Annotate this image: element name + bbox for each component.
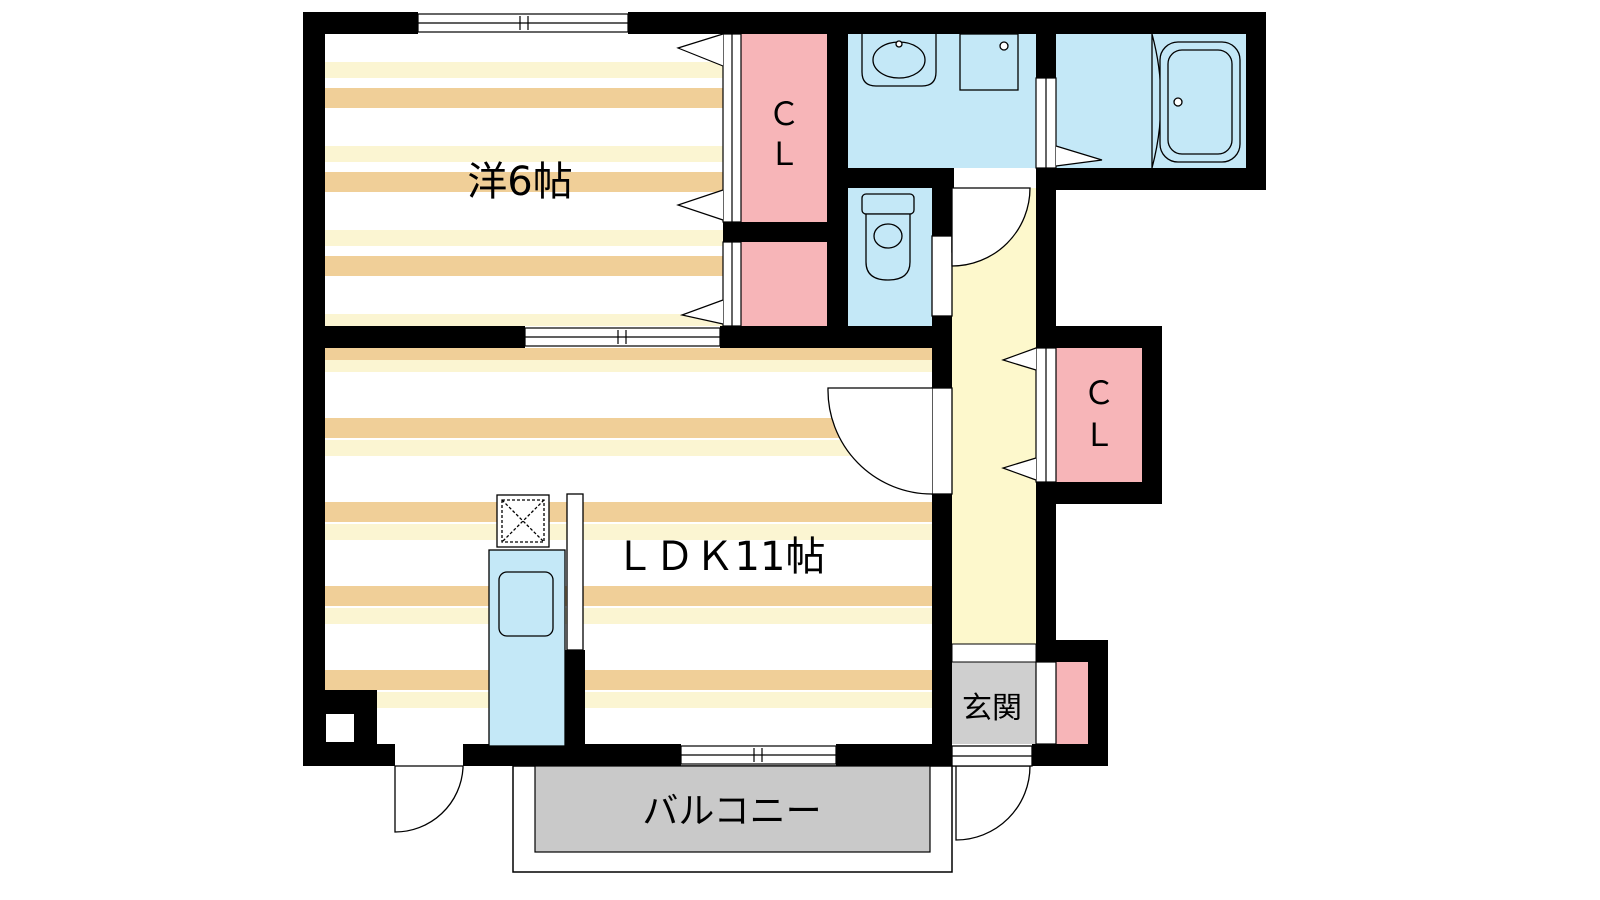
shoe-closet-floor xyxy=(1056,662,1088,744)
western-room-label: 洋6帖 xyxy=(467,159,572,205)
washroom-fixtures xyxy=(861,33,1019,91)
swing-doors xyxy=(394,187,1033,841)
windows xyxy=(417,13,837,765)
closet-doors-hall xyxy=(1001,347,1057,745)
entrance-floor xyxy=(952,662,1036,744)
closet-bedroom-label-c: Ｃ xyxy=(768,95,800,133)
balcony xyxy=(512,765,953,873)
ldk-label: ＬＤＫ11帖 xyxy=(615,534,826,580)
bathroom-door xyxy=(1035,77,1103,169)
closet-bedroom-lower xyxy=(741,242,827,326)
closet-hall-label-l: Ｌ xyxy=(1083,416,1115,454)
sink-icon xyxy=(498,571,554,637)
closet-doors-bedroom xyxy=(676,33,742,327)
pipe-shaft xyxy=(326,714,354,742)
kitchen xyxy=(488,493,584,747)
closet-hall-floor xyxy=(1056,348,1142,482)
bedroom-floor xyxy=(325,34,723,326)
closet-hall-label-c: Ｃ xyxy=(1083,374,1115,412)
bathtub-icon xyxy=(1151,33,1241,169)
balcony-label: バルコニー xyxy=(642,791,821,832)
closet-bedroom-upper xyxy=(741,34,827,222)
washing-machine-icon xyxy=(959,33,1019,91)
hallway-step-line xyxy=(951,643,1037,663)
toilet-icon xyxy=(861,193,915,281)
closet-bedroom-label-l: Ｌ xyxy=(768,135,800,173)
entrance-label: 玄関 xyxy=(962,691,1022,726)
ldk-floor-top-band xyxy=(325,348,932,360)
kitchen-partition xyxy=(566,493,584,651)
walls xyxy=(303,12,1266,766)
